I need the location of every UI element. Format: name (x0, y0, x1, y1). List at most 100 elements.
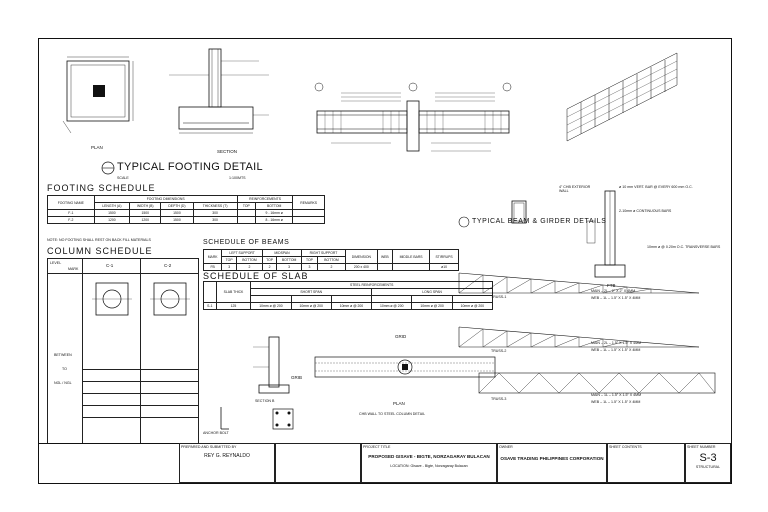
column-level-label: LEVEL (50, 261, 62, 265)
beam-detail-marker-icon (458, 216, 470, 228)
truss-3-name: TRUSS-3 (491, 397, 507, 401)
beam-header-stirrups: STIRRUPS (429, 249, 459, 264)
table-cell (292, 216, 325, 224)
title-block-project: PROJECT TITLE PROPOSED GISAVE - BIGTE, N… (361, 443, 497, 483)
discipline-label: STRUCTURAL (695, 465, 721, 469)
column-mark-label: MARK (68, 267, 79, 271)
column-schedule-table: LEVEL MARK C-1 C-2 BETWEEN TO NGL / NGL (47, 258, 199, 444)
table-cell: 3 (276, 263, 303, 271)
table-cell (391, 263, 431, 271)
table-cell: 1500 (160, 216, 194, 224)
beam-header-middle-bars: MIDDLE BARS (391, 249, 431, 264)
footing-plan-label: PLAN (91, 145, 103, 150)
truss-3-spec-main: MAIN – 1L – 1.5" X 1.5" X 4MM (591, 393, 642, 397)
table-row: F-1 1500 1500 1500 300 9 - 16mm ø (47, 209, 325, 217)
beam-header-dimension: DIMENSION (344, 249, 378, 264)
project-title: PROPOSED GISAVE - BIGTE, NORZAGARAY BULA… (368, 454, 490, 459)
table-cell: 10mm ø @ 200 (451, 302, 494, 310)
footing-scale-value: 1:100MTS (229, 176, 246, 180)
table-cell: 10mm ø @ 200 (330, 302, 373, 310)
footing-header-length: LENGTH (A) (93, 202, 131, 210)
table-cell: ø10 (429, 263, 459, 271)
table-cell: 10mm ø @ 200 (411, 302, 453, 310)
chb-wall-label: 4" CHB EXTERIOR WALL (559, 185, 591, 193)
footing-schedule-title: FOOTING SCHEDULE (47, 183, 156, 193)
truss-1-spec-web: WEB – 1L – 1.5" X 1.5" X 4MM (591, 296, 641, 300)
footing-detail-title: TYPICAL FOOTING DETAIL (117, 161, 263, 173)
beam-section-drawing (511, 200, 527, 224)
table-cell: 125 (215, 302, 252, 310)
rebar-vertical-label: ø 10 mm VERT. BAR @ EVERY 600 mm O.C. (619, 185, 693, 189)
truss-1-name: TRUSS-1 (491, 295, 507, 299)
beam-schedule-title: SCHEDULE OF BEAMS (203, 239, 290, 246)
truss-1-drawing (458, 272, 700, 294)
table-cell: 200 x 400 (344, 263, 378, 271)
table-cell: S-1 (203, 302, 217, 310)
footing-scale-label: SCALE (117, 176, 129, 180)
sheet-contents-label: SHEET CONTENTS (609, 445, 642, 449)
beam-header-mid: MIDSPAN (261, 249, 303, 257)
owner-label: OWNER (499, 445, 513, 449)
table-cell: 300 (192, 209, 238, 217)
table-cell: 300 (192, 216, 238, 224)
base-plate-drawing (272, 408, 294, 430)
footing-header-remarks: REMARKS (292, 195, 325, 210)
table-cell (292, 209, 325, 217)
beam-header-left: LEFT SUPPORT (221, 249, 263, 257)
beam-subheader-top: TOP (261, 256, 278, 264)
owner-name: OSAVE TRADING PHILIPPINES CORPORATION (500, 456, 604, 461)
wall-rebar-detail-drawing (566, 52, 678, 142)
beam-header-mark: MARK (202, 249, 223, 264)
title-block-engineer: PREPARED AND SUBMITTED BY REY G. REYNALD… (179, 443, 275, 483)
table-cell: 3 (301, 263, 318, 271)
beam-subheader-bottom: BOTTOM (316, 256, 346, 264)
table-cell (236, 209, 256, 217)
column-header-c1: C-1 (106, 263, 114, 268)
table-cell: 8 - 16mm ø (254, 216, 294, 224)
footing-header-top: TOP (236, 202, 256, 210)
table-cell: 1500 (129, 209, 162, 217)
rebar-horizontal-label: 2-10mm ø CONTINUOUS BARS (619, 209, 672, 213)
anchor-bolt-drawing (220, 407, 229, 430)
table-row: S-1 125 10mm ø @ 200 10mm ø @ 200 10mm ø… (203, 302, 494, 310)
grid-plan-label: PLAN (393, 401, 405, 406)
column-row-label-3: NGL / NGL (54, 381, 72, 385)
beam-subheader-top: TOP (301, 256, 318, 264)
title-block-contents: SHEET CONTENTS (607, 443, 685, 483)
table-cell: 10mm ø @ 200 (250, 302, 292, 310)
slab-schedule-title: SCHEDULE OF SLAB (203, 271, 309, 281)
slab-header-thick: SLAB THICK (215, 281, 252, 303)
title-block-sheet-number: SHEET NUMBER S-3 STRUCTURAL (685, 443, 731, 483)
transverse-bars-label: 10mm ø @ 0.20m O.C. TRANSVERSE BARS (647, 245, 721, 249)
table-cell: 10mm ø @ 200 (290, 302, 332, 310)
beam-subheader-top: TOP (221, 256, 238, 264)
column-c2-section-drawing (150, 282, 190, 316)
beam-elevation-drawing (314, 82, 512, 152)
truss-2-spec-main: MAIN – 2L – 1.5" X 1.5" X 4MM (591, 341, 642, 345)
drawing-sheet: PLAN SECTION TYPICAL FOOTING DETAIL SCAL… (38, 38, 732, 484)
column-c1-section-drawing (92, 282, 132, 316)
grid-label: GRID (395, 334, 407, 339)
detail-marker-icon (101, 161, 115, 175)
column-base-section-drawing (253, 336, 290, 394)
table-cell: 2 (316, 263, 346, 271)
table-cell: 3 (221, 263, 238, 271)
project-location: LOCATION: Gisave - Bigte, Norzagaray Bul… (390, 464, 468, 468)
beam-subheader-bottom: BOTTOM (276, 256, 303, 264)
anchor-bolt-label: ANCHOR BOLT (203, 431, 229, 435)
title-block-owner: OWNER OSAVE TRADING PHILIPPINES CORPORAT… (497, 443, 607, 483)
grid-plan-drawing (314, 356, 496, 378)
table-cell: F-2 (47, 216, 95, 224)
footing-schedule-table: FOOTING NAME FOOTING DIMENSIONS REINFORC… (47, 195, 325, 224)
beam-subheader-bottom: BOTTOM (236, 256, 263, 264)
grib-label: GRIB (291, 375, 303, 380)
table-cell: 1500 (160, 209, 194, 217)
footing-header-bottom: BOTTOM (254, 202, 294, 210)
table-cell: 1200 (129, 216, 162, 224)
prepared-by-label: PREPARED AND SUBMITTED BY (181, 445, 237, 449)
footing-section-drawing (169, 48, 269, 134)
column-header-c2: C-2 (164, 263, 172, 268)
slab-header-short-span: SHORT SPAN (250, 288, 373, 296)
slab-header-steel: STEEL REINFORCEMENTS (250, 281, 493, 289)
table-row: FB 3 2 2 3 3 2 200 x 400 ø10 (202, 263, 459, 271)
